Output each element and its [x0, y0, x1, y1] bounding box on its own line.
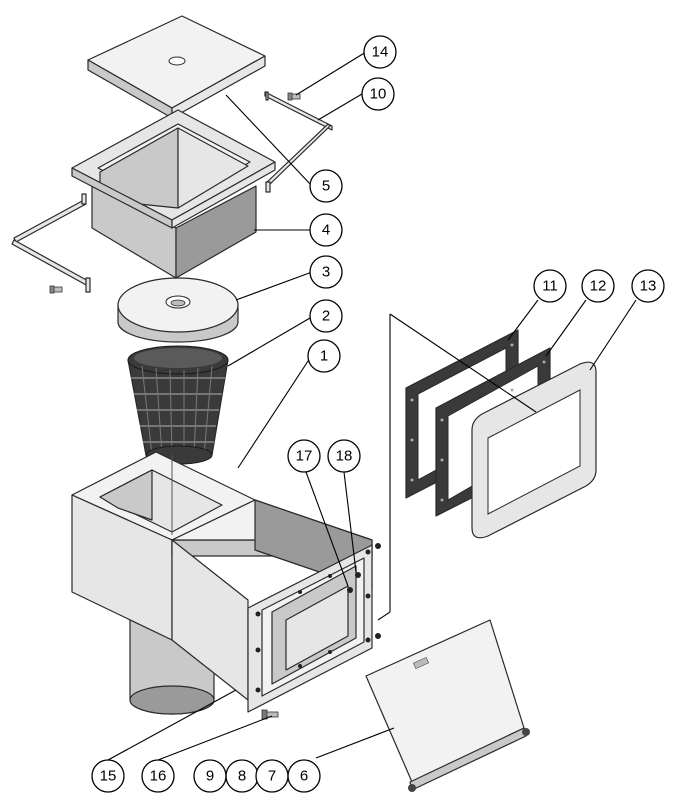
svg-text:2: 2	[322, 308, 330, 325]
callout-4: 4	[309, 213, 343, 247]
collar-part	[71, 109, 276, 279]
skimmer-body-part	[71, 451, 381, 715]
callout-17: 17	[287, 439, 321, 473]
callout-9: 9	[193, 759, 227, 793]
svg-text:9: 9	[206, 768, 214, 785]
callout-12: 12	[581, 269, 615, 303]
callout-14: 14	[363, 35, 397, 69]
callout-5: 5	[309, 169, 343, 203]
svg-text:13: 13	[640, 278, 657, 295]
leader-lines	[107, 51, 637, 761]
callout-18: 18	[327, 439, 361, 473]
svg-text:7: 7	[268, 768, 276, 785]
weir-disc-part	[117, 277, 239, 343]
svg-text:4: 4	[322, 222, 330, 239]
svg-text:18: 18	[336, 448, 353, 465]
callout-11: 11	[533, 269, 567, 303]
svg-text:15: 15	[100, 768, 117, 785]
callout-3: 3	[309, 255, 343, 289]
lid-part	[87, 15, 266, 119]
svg-text:14: 14	[372, 44, 389, 61]
svg-text:5: 5	[322, 178, 330, 195]
svg-text:16: 16	[150, 768, 167, 785]
svg-text:11: 11	[542, 278, 558, 295]
svg-text:17: 17	[296, 448, 313, 465]
svg-text:6: 6	[300, 768, 308, 785]
callout-8: 8	[225, 759, 259, 793]
callout-1: 1	[307, 339, 341, 373]
callout-13: 13	[631, 269, 665, 303]
basket-part	[127, 345, 229, 465]
svg-text:10: 10	[370, 86, 387, 103]
svg-text:12: 12	[590, 278, 607, 295]
faceplate-part	[471, 361, 597, 539]
svg-text:1: 1	[320, 348, 328, 365]
callout-2: 2	[309, 299, 343, 333]
callout-16: 16	[141, 759, 175, 793]
bracket-parts	[11, 91, 333, 294]
svg-text:8: 8	[238, 768, 246, 785]
callout-7: 7	[255, 759, 289, 793]
weir-door-part	[365, 619, 530, 792]
callout-6: 6	[287, 759, 321, 793]
screw-part	[49, 92, 301, 294]
callout-10: 10	[361, 77, 395, 111]
callout-15: 15	[91, 759, 125, 793]
svg-text:3: 3	[322, 264, 330, 281]
screw-part-16	[261, 709, 279, 720]
